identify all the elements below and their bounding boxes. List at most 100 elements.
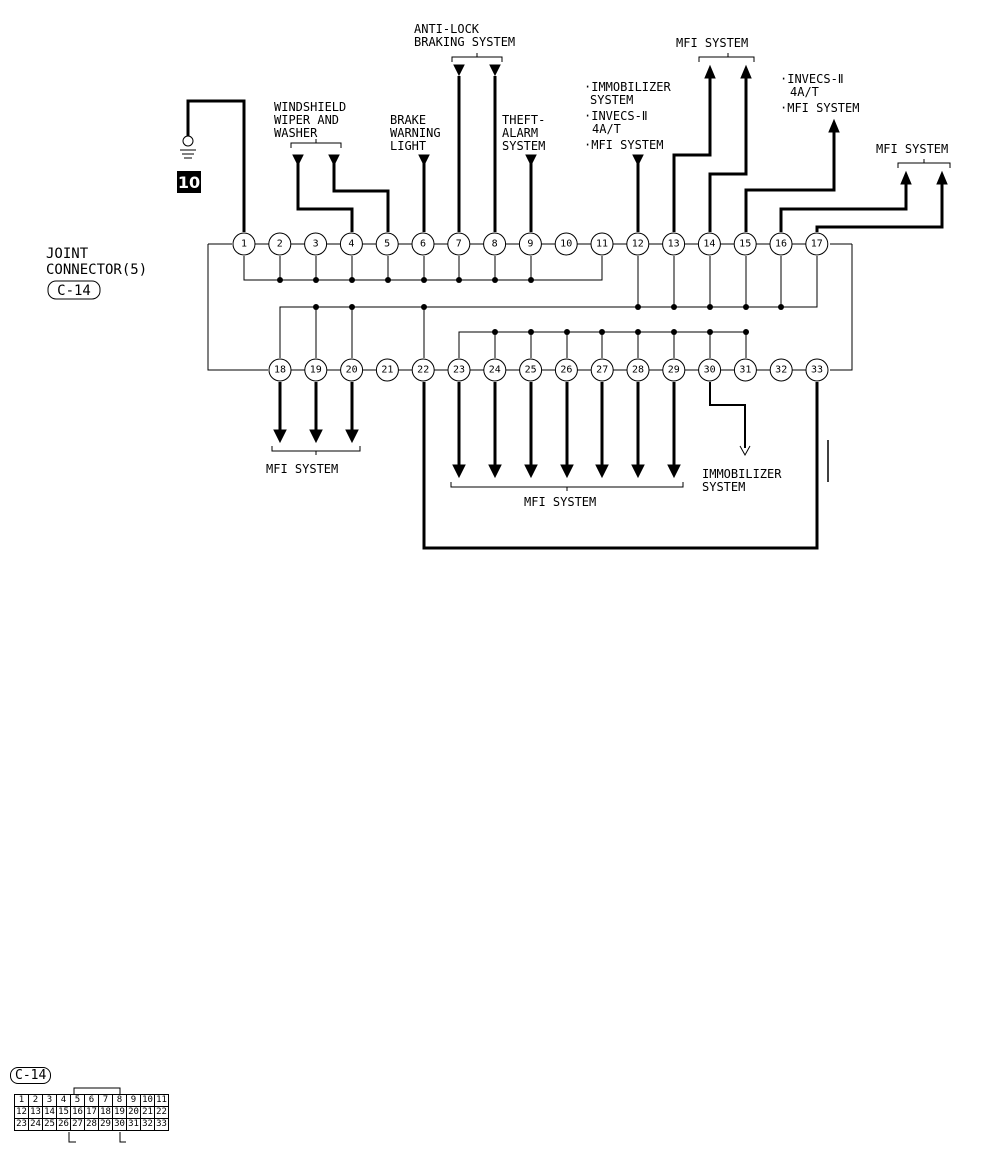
label-wiper-line3: WASHER [274,126,318,140]
pin-circle [626,358,650,382]
pin-circle [554,358,578,382]
face-cell: 6 [84,1094,99,1107]
pin-circle [447,232,471,256]
face-cell: 8 [112,1094,127,1107]
pin-number: 6 [420,239,426,250]
face-cell: 28 [84,1118,99,1131]
face-cell: 21 [140,1106,155,1119]
pin-number: 31 [739,365,751,376]
face-cell: 26 [56,1118,71,1131]
ground-symbol [180,135,196,159]
ground-label-box [177,171,201,193]
pin-number: 4 [348,239,354,250]
pin-circle [411,358,435,382]
external-wires [186,76,944,550]
label-theft-line2: ALARM [502,126,538,140]
pin-number: 14 [703,239,715,250]
label-abs-line2: BRAKING SYSTEM [414,35,515,49]
pin-circle [590,232,614,256]
pin-circle [447,358,471,382]
face-cell: 18 [98,1106,113,1119]
pin-number: 17 [811,239,823,250]
face-cell: 3 [42,1094,57,1107]
face-cell: 5 [70,1094,85,1107]
label-wiper: WINDSHIELD WIPER AND WASHER [274,100,346,140]
label-immobilizer-line2: SYSTEM [702,480,745,494]
pin-number: 22 [417,365,429,376]
ground-label: 10 [178,173,200,192]
open-arrow [739,445,751,457]
pin-circle [375,232,399,256]
label-mfi-top: MFI SYSTEM [676,36,748,50]
face-cell: 13 [28,1106,43,1119]
pin-circle [375,358,399,382]
pin-number: 16 [775,239,787,250]
label-abs-line1: ANTI-LOCK [414,22,480,36]
face-cell: 27 [70,1118,85,1131]
pin-number: 2 [277,239,283,250]
pin-number: 8 [492,239,498,250]
pin-circle [697,232,721,256]
label-invecs-line1: ·INVECS-Ⅱ [780,72,844,86]
face-cell: 33 [154,1118,169,1131]
label-pin12-line5: ·MFI SYSTEM [584,138,663,152]
pin-number: 28 [632,365,644,376]
label-wiper-line1: WINDSHIELD [274,100,346,114]
pin-number: 24 [489,365,501,376]
pin-number: 21 [381,365,393,376]
pin-circle [733,232,757,256]
connector-face-latch [68,1087,126,1143]
pin-circle [805,232,829,256]
label-wiper-line2: WIPER AND [274,113,339,127]
face-cell: 19 [112,1106,127,1119]
face-cell: 14 [42,1106,57,1119]
face-cell: 24 [28,1118,43,1131]
face-cell: 23 [14,1118,29,1131]
pin-circle [340,358,364,382]
face-cell: 20 [126,1106,141,1119]
pin-circle [733,358,757,382]
label-mfi-bottom-left: MFI SYSTEM [266,462,338,476]
face-cell: 1 [14,1094,29,1107]
pin-circle [339,232,363,256]
pin-number: 20 [346,365,358,376]
face-cell: 32 [140,1118,155,1131]
pin-number: 32 [775,365,787,376]
pin-circle [268,358,292,382]
pin-circle [698,358,722,382]
pin-number: 13 [668,239,680,250]
pin-number: 12 [632,239,644,250]
pin-number: 27 [596,365,608,376]
pin-circle [232,232,256,256]
brackets [271,53,951,491]
connector-name: JOINT CONNECTOR(5) C-14 [46,246,147,300]
pin-circle [483,358,507,382]
label-brake: BRAKE WARNING LIGHT [390,113,441,153]
pin-circle [590,358,614,382]
junction-dots [277,277,784,335]
pin-number: 18 [274,365,286,376]
pin-number: 29 [668,365,680,376]
label-pin12-line1: ·IMMOBILIZER [584,80,671,94]
bus-lines [243,256,818,358]
label-pin12: ·IMMOBILIZER SYSTEM ·INVECS-Ⅱ 4A/T ·MFI … [584,80,671,152]
pin-circle [518,232,542,256]
label-mfi-bottom-mid: MFI SYSTEM [524,495,596,509]
label-mfi-right: MFI SYSTEM [876,142,948,156]
face-cell: 7 [98,1094,113,1107]
pin-circle [519,358,543,382]
label-invecs-line2: 4A/T [790,85,819,99]
connector-name-line2: CONNECTOR(5) [46,262,147,278]
pin-circle [662,232,686,256]
face-cell: 25 [42,1118,57,1131]
pin-number: 11 [596,239,608,250]
pin-circle [626,232,650,256]
pin-circle [304,232,328,256]
immobilizer-wire [709,382,829,482]
